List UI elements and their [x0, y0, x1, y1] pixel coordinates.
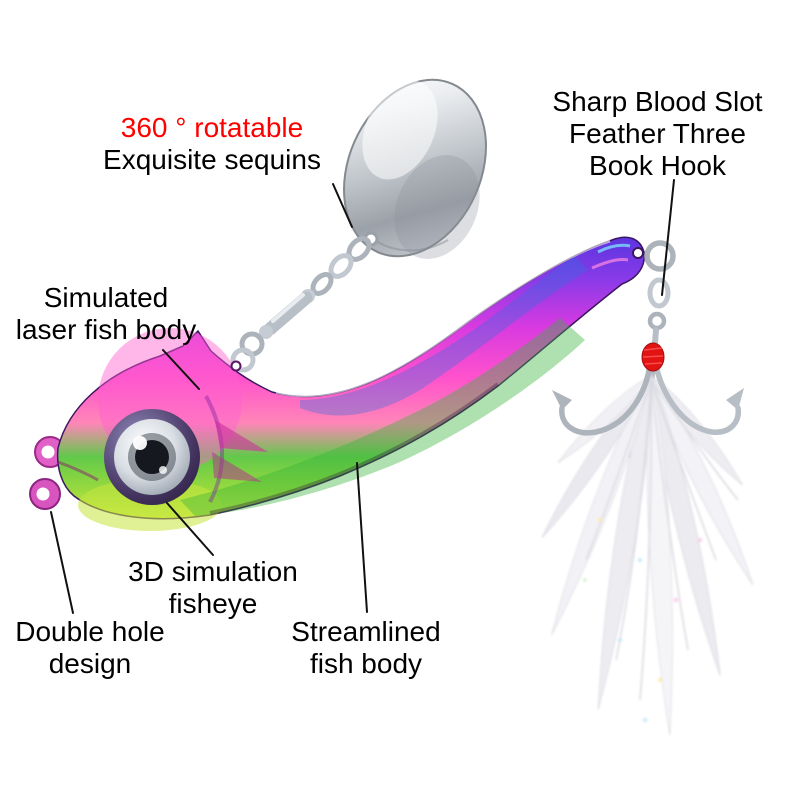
label-hook-line2: Feather Three	[569, 118, 746, 149]
label-streamlined: Streamlined fish body	[266, 616, 466, 680]
label-laser-line2: laser fish body	[15, 314, 197, 345]
label-double-hole-line2: design	[48, 648, 132, 679]
callout-lines	[50, 179, 675, 614]
label-fisheye: 3D simulation fisheye	[106, 556, 320, 620]
leader-fisheye	[166, 502, 214, 556]
label-double-hole: Double hole design	[6, 616, 174, 680]
label-hook-line1: Sharp Blood Slot	[552, 86, 763, 117]
label-laser-line1: Simulated	[43, 282, 169, 313]
lure-body	[56, 236, 646, 531]
split-ring	[644, 240, 676, 373]
label-streamlined-line1: Streamlined	[291, 616, 441, 647]
treble-hook	[552, 363, 744, 436]
swivel	[230, 236, 372, 373]
spinner-blade	[343, 78, 487, 259]
label-laser-body: Simulated laser fish body	[0, 282, 212, 346]
label-fisheye-line2: fisheye	[168, 588, 258, 619]
label-rotatable-line: 360 ° rotatable	[120, 112, 304, 143]
label-fisheye-line1: 3D simulation	[128, 556, 298, 587]
leader-double-hole	[50, 511, 74, 614]
label-sequins-line: Exquisite sequins	[103, 144, 321, 175]
leader-streamlined	[356, 462, 368, 613]
red-thread-wrap	[641, 342, 665, 372]
sparkles	[583, 517, 702, 722]
label-hook-line3: Book Hook	[589, 150, 726, 181]
leader-hook	[661, 179, 675, 296]
feather-plume	[535, 370, 762, 738]
label-hook: Sharp Blood Slot Feather Three Book Hook	[530, 86, 785, 182]
fish-eye	[104, 409, 200, 505]
leader-laser-body	[162, 349, 200, 390]
label-streamlined-line2: fish body	[309, 648, 423, 679]
label-rotatable-sequins: 360 ° rotatable Exquisite sequins	[76, 112, 348, 176]
label-double-hole-line1: Double hole	[15, 616, 165, 647]
leader-sequins	[332, 183, 353, 228]
